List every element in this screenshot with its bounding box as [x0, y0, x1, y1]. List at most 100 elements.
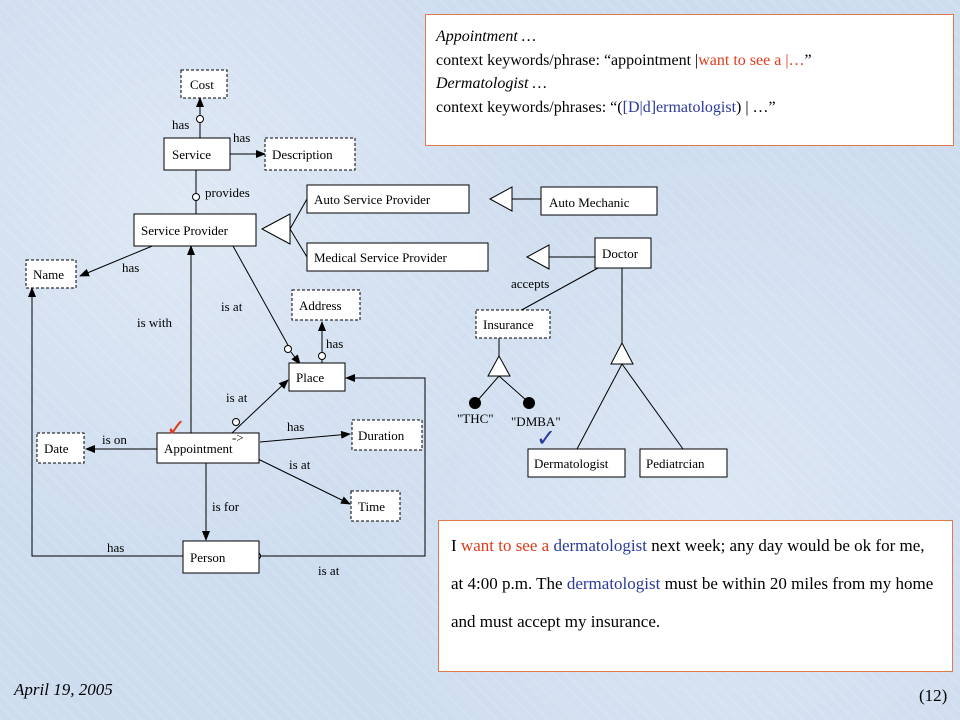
context-line-dermatologist-keywords: context keywords/phrases: “([D|d]ermatol… [436, 96, 943, 120]
entity-auto-service-provider-label: Auto Service Provider [314, 192, 431, 207]
edge-time [257, 458, 351, 505]
entity-name-label: Name [33, 267, 64, 282]
text-span: next week; any day would be ok for me, a… [451, 536, 925, 593]
entity-service-provider-label: Service Provider [141, 223, 229, 238]
checkmark-icon: ✓ [536, 424, 556, 452]
edge-circle [192, 193, 200, 201]
entity-time-label: Time [358, 499, 385, 514]
text-span: must be within 20 miles from my home and… [451, 574, 934, 631]
label-person-is-at: is at [318, 563, 340, 578]
label-appt-is-at: is at [226, 390, 248, 405]
entity-pediatrician-label: Pediatrcian [646, 456, 705, 471]
edge-gen-auto [289, 198, 308, 230]
entity-description [264, 137, 356, 171]
value-dmba: "DMBA" [511, 414, 561, 429]
label-accepts: accepts [511, 276, 549, 291]
entity-date-label: Date [44, 441, 69, 456]
entity-insurance-label: Insurance [483, 317, 534, 332]
text-span-highlight: want to see a [460, 536, 550, 555]
label-service-has-description: has [233, 130, 250, 145]
text-span-highlight: want to see a |… [698, 51, 805, 69]
edge-appt-place [231, 379, 289, 434]
generalization-triangle [488, 186, 513, 212]
edge-circle [318, 352, 326, 360]
entity-date [36, 432, 85, 464]
edge-spec-ped [621, 363, 684, 450]
label-sp-has-name: has [122, 260, 139, 275]
generalization-triangle [525, 244, 550, 270]
entity-duration [351, 419, 423, 451]
entity-doctor-label: Doctor [602, 246, 639, 261]
text-span: ) | …” [736, 98, 776, 116]
entity-place-label: Place [296, 370, 324, 385]
edge-duration [259, 430, 351, 443]
edge-sp-name [79, 241, 163, 277]
label-service-has-cost: has [172, 117, 189, 132]
entity-auto-service-provider [306, 184, 470, 214]
edge-spec-derm [576, 363, 623, 450]
entity-duration-label: Duration [358, 428, 405, 443]
edge-thc [477, 375, 500, 401]
text-span: context keywords/phrase: “appointment | [436, 51, 699, 69]
entity-name [25, 259, 77, 289]
edge-person-place [260, 374, 426, 557]
context-line-dermatologist: Dermatologist … [436, 75, 547, 92]
entity-pediatrician [639, 448, 728, 478]
entity-auto-mechanic [540, 186, 658, 216]
edge-sp-place [232, 245, 290, 348]
edge-sp-place-arrow [290, 351, 301, 365]
object-dot [469, 397, 481, 409]
entity-address-label: Address [299, 298, 342, 313]
edge-dmba [498, 375, 527, 401]
label-is-with: is with [137, 315, 173, 330]
entity-appointment-label: Appointment [164, 441, 233, 456]
entity-person-label: Person [190, 550, 226, 565]
entity-medical-service-provider [306, 242, 489, 272]
edge-circle [232, 418, 240, 426]
context-line-appointment-keywords: context keywords/phrase: “appointment |w… [436, 49, 943, 73]
label-provides: provides [205, 185, 250, 200]
entity-description-label: Description [272, 147, 333, 162]
entity-service-label: Service [172, 147, 211, 162]
context-keywords-box: Appointment … context keywords/phrase: “… [425, 14, 954, 146]
label-has-duration: has [287, 419, 304, 434]
edge-accepts [517, 267, 599, 313]
edge-person-name [28, 287, 183, 557]
text-span-highlight: [D|d]ermatologist [622, 98, 737, 116]
text-span: context keywords/phrases: “( [436, 98, 623, 116]
label-sp-is-at: is at [221, 299, 243, 314]
request-text-box: I want to see a dermatologist next week;… [438, 520, 953, 672]
entity-dermatologist-label: Dermatologist [534, 456, 609, 471]
label-is-at-time: is at [289, 457, 311, 472]
text-span: I [451, 536, 461, 555]
entity-address [291, 289, 361, 321]
entity-insurance [475, 309, 551, 339]
label-address-has: has [326, 336, 343, 351]
entity-auto-mechanic-label: Auto Mechanic [549, 195, 630, 210]
entity-appointment [156, 432, 260, 464]
entity-place [288, 362, 346, 392]
edge-circle [196, 115, 204, 123]
text-span: ” [804, 51, 812, 69]
slide-page-number: (12) [919, 686, 948, 705]
checkmark-icon: ✓ [166, 414, 186, 442]
entity-person [182, 540, 260, 574]
value-thc: "THC" [457, 411, 494, 426]
entity-dermatologist [527, 448, 626, 478]
text-span-highlight: dermatologist [566, 574, 661, 593]
label-arrow: -> [232, 430, 244, 445]
generalization-triangle [487, 354, 511, 377]
entity-cost [180, 69, 228, 99]
entity-time [350, 490, 401, 522]
entity-medical-service-provider-label: Medical Service Provider [314, 250, 448, 265]
context-line-appointment: Appointment … [436, 28, 536, 45]
entity-cost-label: Cost [190, 77, 214, 92]
label-is-for: is for [212, 499, 240, 514]
slide-date: April 19, 2005 [14, 680, 113, 699]
generalization-triangle [260, 213, 291, 245]
object-dot [523, 397, 535, 409]
edge-circle [284, 345, 292, 353]
label-is-on: is on [102, 432, 127, 447]
entity-doctor [594, 237, 652, 269]
